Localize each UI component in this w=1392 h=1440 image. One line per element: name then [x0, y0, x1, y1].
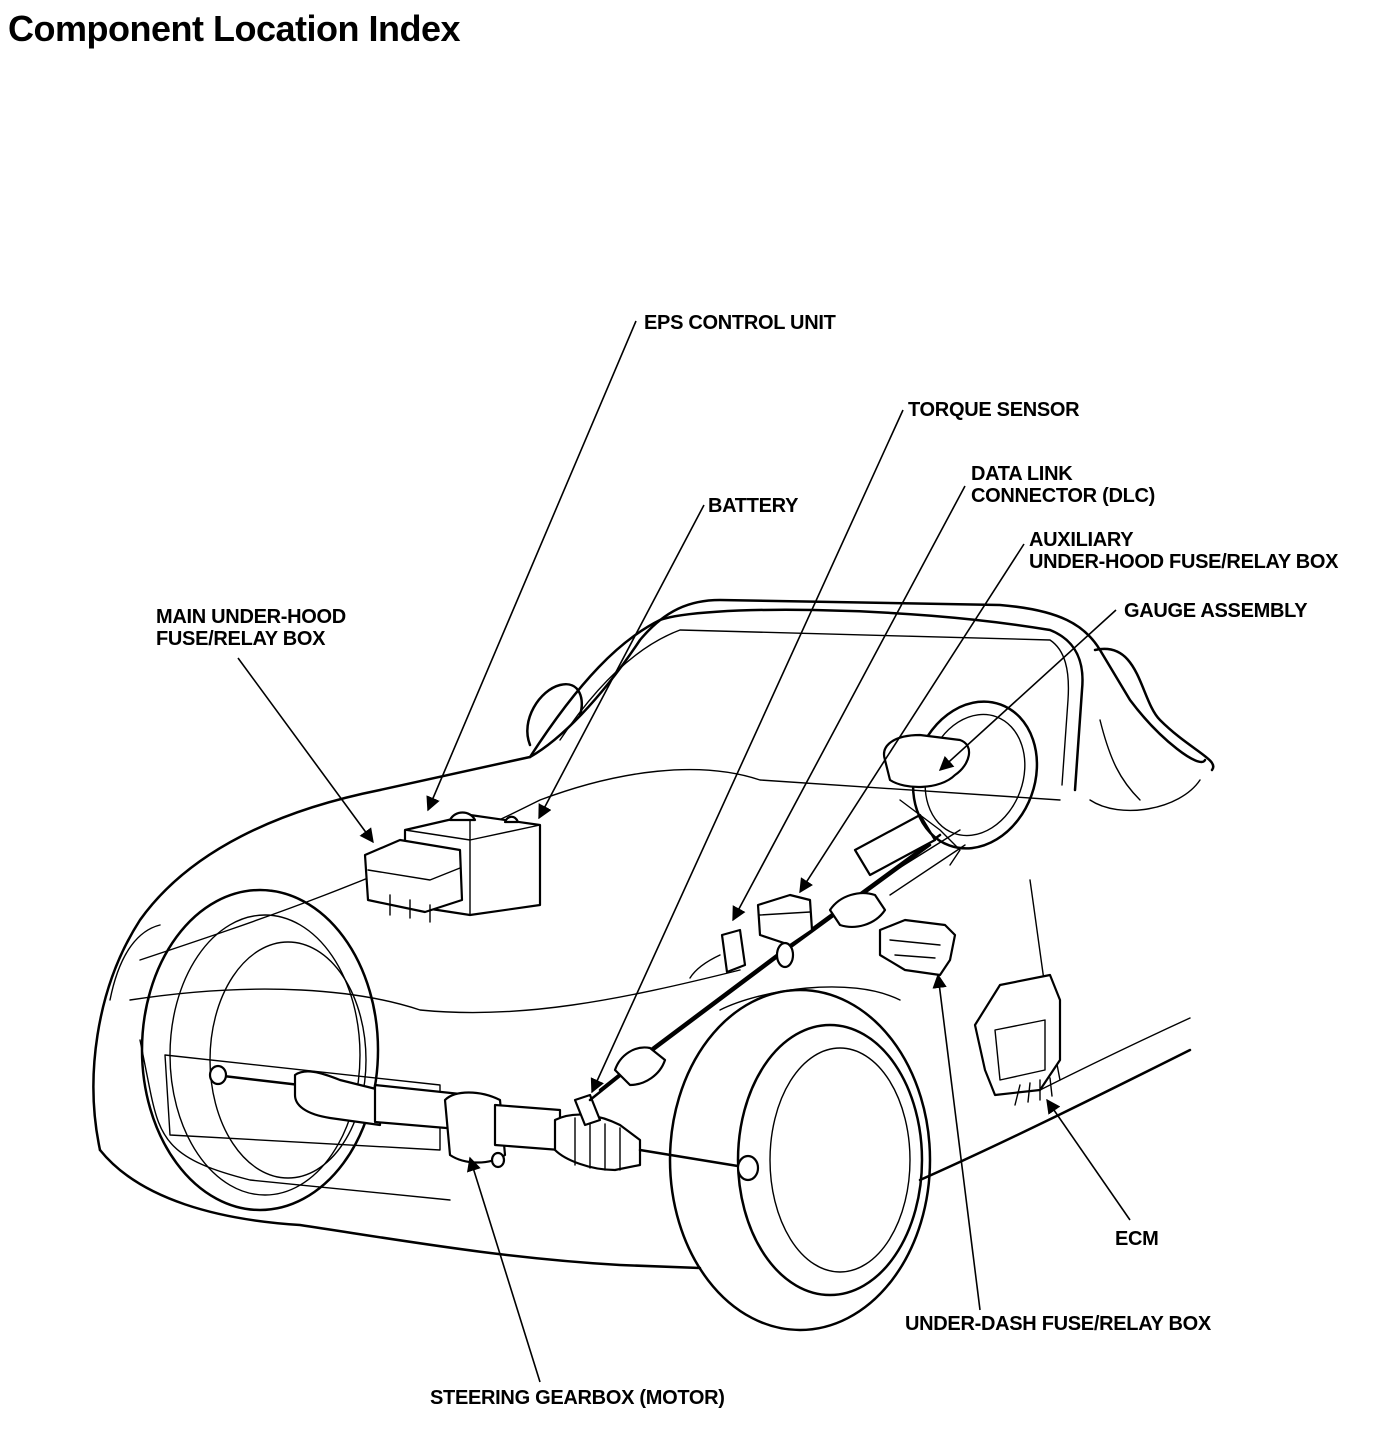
label-main-fuse-box: MAIN UNDER-HOOD FUSE/RELAY BOX	[156, 606, 346, 650]
steering-wheel	[882, 700, 1039, 866]
label-battery: BATTERY	[708, 495, 799, 517]
label-under-dash-fuse-box: UNDER-DASH FUSE/RELAY BOX	[905, 1313, 1211, 1335]
eps-control-unit-part	[756, 893, 814, 969]
label-eps-control-unit: EPS CONTROL UNIT	[644, 312, 836, 334]
ecm-part	[973, 973, 1062, 1106]
label-gauge-assembly: GAUGE ASSEMBLY	[1124, 600, 1308, 622]
dlc-part	[689, 928, 747, 979]
page-title: Component Location Index	[8, 8, 461, 49]
car-body-outline	[92, 598, 1215, 1270]
label-dlc: DATA LINK CONNECTOR (DLC)	[971, 463, 1156, 507]
leader-lines	[237, 320, 1131, 1383]
label-ecm: ECM	[1115, 1228, 1159, 1250]
steering-column	[588, 813, 966, 1102]
label-auxiliary-fuse-box: AUXILIARY UNDER-HOOD FUSE/RELAY BOX	[1029, 529, 1339, 573]
main-fuse-box-part	[363, 838, 464, 923]
under-dash-fuse-box-part	[878, 918, 957, 977]
front-right-wheel	[668, 986, 932, 1332]
steering-rack	[208, 1064, 760, 1182]
front-left-wheel	[140, 888, 380, 1212]
label-steering-gearbox: STEERING GEARBOX (MOTOR)	[430, 1387, 725, 1409]
label-torque-sensor: TORQUE SENSOR	[908, 399, 1080, 421]
